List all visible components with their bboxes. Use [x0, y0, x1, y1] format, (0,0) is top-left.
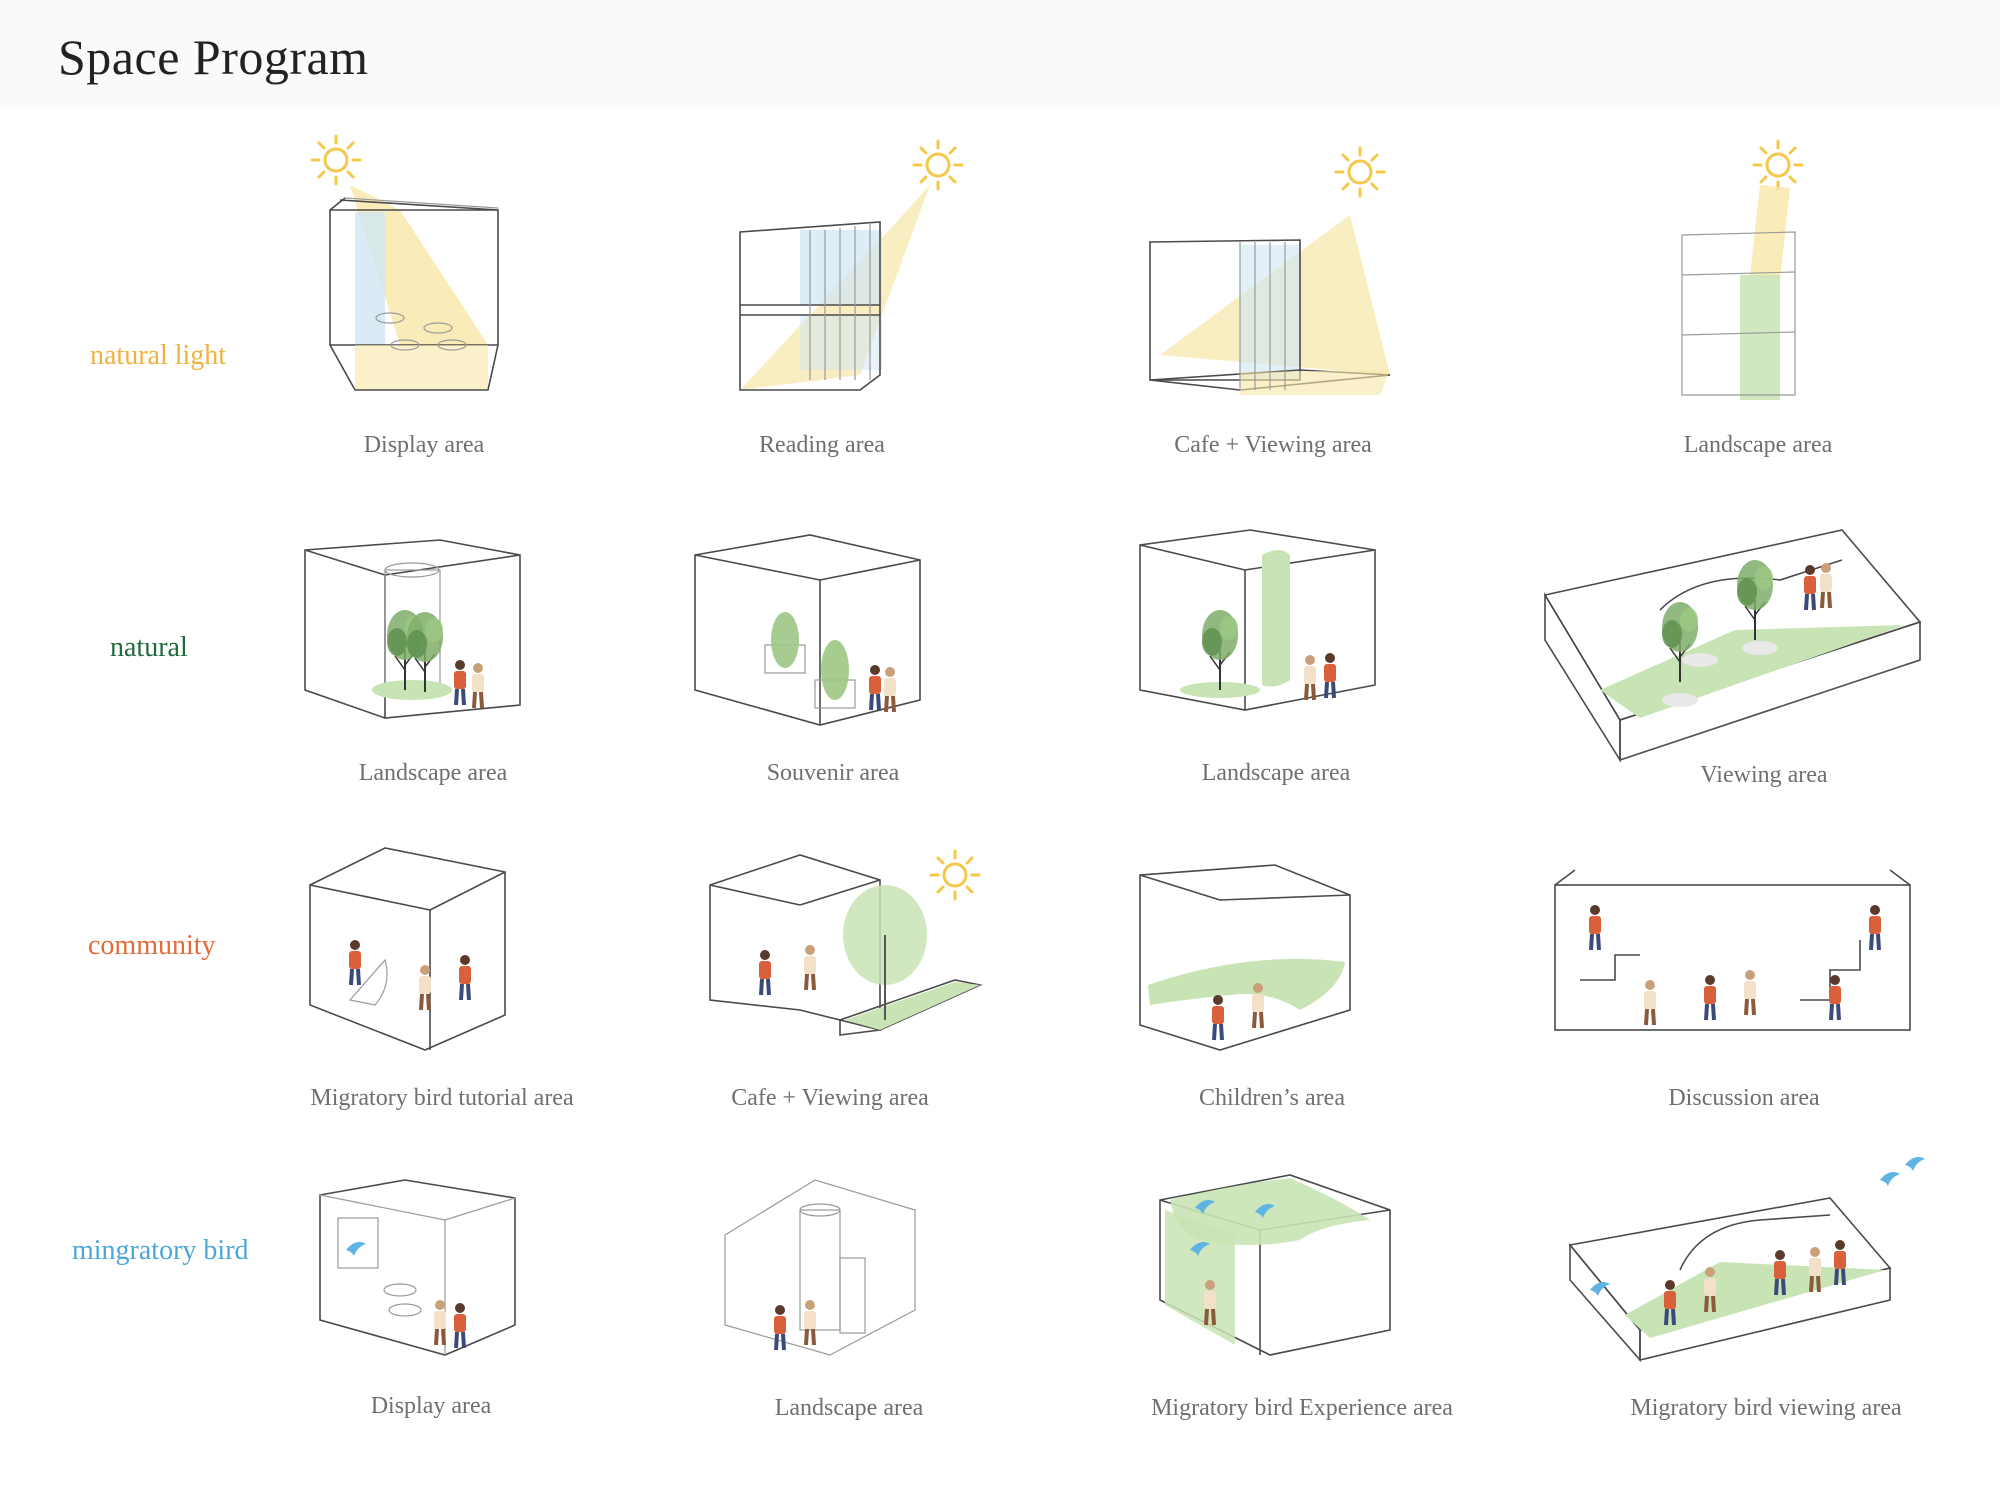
- row-label-natural-light: natural light: [90, 340, 227, 371]
- illus-r3-c1: [309, 847, 506, 1051]
- illus-r4-c1: [319, 1179, 516, 1356]
- illus-r3-c4: [1554, 869, 1911, 1031]
- illus-r4-c2: [724, 1179, 916, 1356]
- cell-label-r4-c1: Display area: [370, 1393, 492, 1419]
- illus-r4-c4: [1568, 1157, 1925, 1363]
- cell-label-r2-c3: Landscape area: [1201, 760, 1351, 786]
- illus-r1-c3: [1149, 146, 1391, 395]
- cell-label-r1-c3: Cafe + Viewing area: [1174, 432, 1372, 458]
- illus-r1-c4: [1681, 139, 1804, 400]
- illus-r3-c2: [709, 849, 983, 1036]
- header-band: [0, 0, 2000, 105]
- cell-label-r3-c2: Cafe + Viewing area: [731, 1085, 929, 1111]
- cell-label-r1-c2: Reading area: [759, 432, 885, 458]
- cell-label-r1-c1: Display area: [363, 432, 485, 458]
- cell-label-r2-c1: Landscape area: [358, 760, 508, 786]
- illus-r1-c1: [310, 134, 499, 391]
- cell-label-r3-c3: Children’s area: [1199, 1085, 1345, 1111]
- illus-r2-c1: [304, 539, 521, 719]
- illus-r2-c2: [694, 534, 921, 726]
- illus-r4-c3: [1159, 1174, 1391, 1356]
- row-label-migratory-bird: mingratory bird: [72, 1235, 249, 1266]
- cell-label-r2-c4: Viewing area: [1700, 762, 1828, 788]
- cell-label-r4-c4: Migratory bird viewing area: [1630, 1395, 1902, 1421]
- illus-r1-c2: [739, 139, 964, 391]
- illus-r3-c3: [1139, 864, 1351, 1051]
- page-title: Space Program: [58, 29, 369, 85]
- cell-label-r1-c4: Landscape area: [1683, 432, 1833, 458]
- cell-label-r4-c3: Migratory bird Experience area: [1151, 1395, 1453, 1421]
- row-label-community: community: [88, 930, 216, 961]
- row-label-natural: natural: [110, 632, 188, 663]
- cell-label-r3-c1: Migratory bird tutorial area: [310, 1085, 574, 1111]
- illus-r2-c4: [1543, 529, 1922, 763]
- cell-label-r3-c4: Discussion area: [1668, 1085, 1820, 1111]
- cell-label-r2-c2: Souvenir area: [766, 760, 900, 786]
- illus-r2-c3: [1139, 529, 1376, 711]
- cell-label-r4-c2: Landscape area: [774, 1395, 924, 1421]
